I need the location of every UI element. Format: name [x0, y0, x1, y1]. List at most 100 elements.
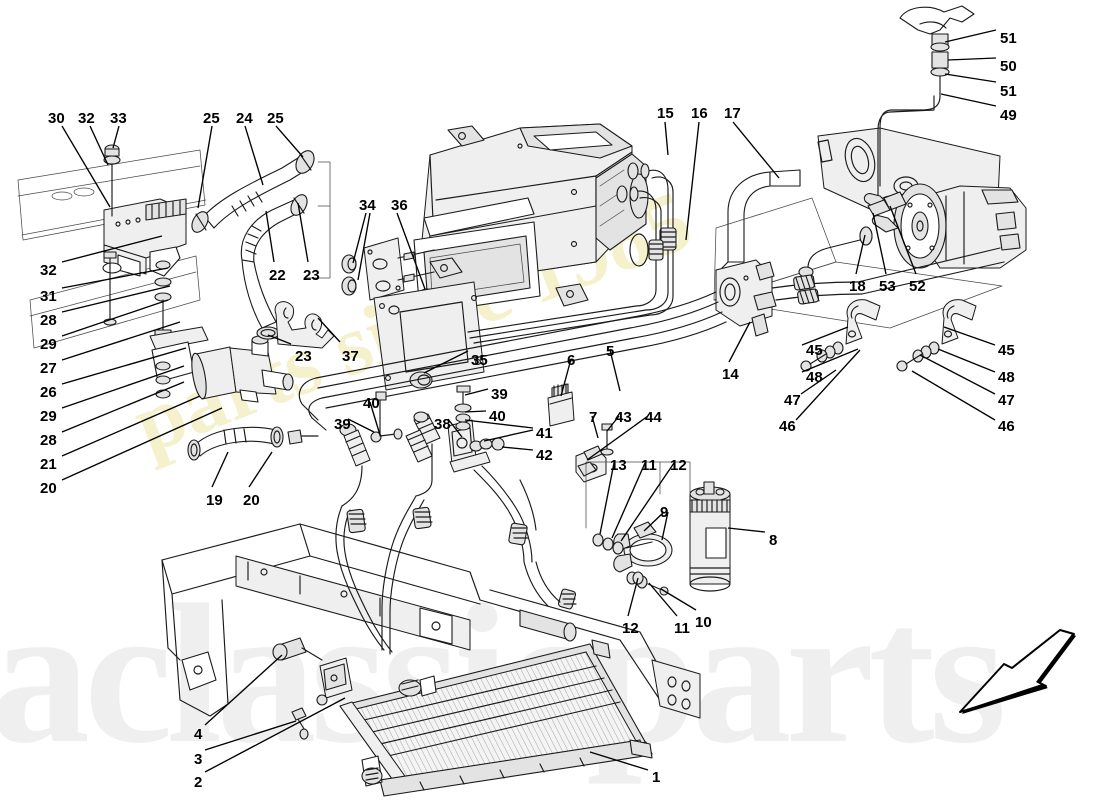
leader-line — [944, 73, 997, 83]
callout-25: 25 — [203, 110, 220, 127]
hose-sleeve-c — [339, 423, 371, 507]
callout-29: 29 — [40, 336, 57, 353]
lower-chassis-frame — [161, 523, 701, 719]
leader-line — [464, 388, 489, 396]
callout-12: 12 — [622, 620, 639, 637]
callout-9: 9 — [660, 504, 669, 521]
leader-line — [267, 334, 292, 345]
callout-10: 10 — [695, 614, 712, 631]
callout-29: 29 — [40, 408, 57, 425]
leader-line — [801, 348, 859, 373]
leader-line — [944, 29, 997, 43]
part-11-12-13-fasteners-upper — [592, 533, 624, 555]
leader-line — [800, 369, 837, 395]
callout-12: 12 — [670, 457, 687, 474]
leader-line — [204, 697, 346, 773]
leader-line — [660, 588, 697, 611]
part-2-mount-block — [316, 657, 353, 706]
leader-line — [352, 212, 371, 281]
callout-51: 51 — [1000, 30, 1017, 47]
leader-line — [464, 410, 487, 413]
condenser-hoses — [335, 465, 577, 655]
part-20-clamp-a — [187, 439, 201, 461]
leader-line — [599, 462, 615, 535]
leader-line — [801, 326, 849, 346]
callout-27: 27 — [40, 360, 57, 377]
part-45-clamp-left — [845, 299, 881, 345]
leader-line — [728, 321, 751, 363]
part-20-fitting — [287, 429, 319, 445]
callout-16: 16 — [691, 105, 708, 122]
leader-line — [611, 462, 646, 539]
callout-46: 46 — [779, 418, 796, 435]
leader-line — [620, 462, 675, 542]
callout-52: 52 — [909, 278, 926, 295]
part-21-water-pump — [191, 335, 294, 403]
part-25-clamp-a — [191, 211, 209, 233]
callout-24: 24 — [236, 110, 253, 127]
leader-line — [627, 577, 639, 617]
callout-43: 43 — [615, 409, 632, 426]
callout-4: 4 — [194, 726, 203, 743]
part-1-condenser — [339, 639, 653, 797]
leader-line — [61, 267, 169, 289]
leader-line — [591, 415, 599, 439]
part-48-washer-left — [824, 341, 844, 359]
leader-line — [501, 446, 534, 451]
leader-line — [889, 205, 917, 275]
leader-line — [872, 212, 887, 275]
callout-17: 17 — [724, 105, 741, 122]
callout-13: 13 — [610, 457, 627, 474]
part-38-bracket — [447, 419, 505, 473]
callout-5: 5 — [606, 343, 615, 360]
leader-line — [560, 358, 572, 397]
leader-line — [61, 347, 187, 385]
leader-line — [61, 125, 111, 208]
part-46-bolt-left — [800, 353, 827, 372]
callout-14: 14 — [722, 366, 739, 383]
part-3-bolt — [291, 707, 309, 740]
callout-23: 23 — [303, 267, 320, 284]
callout-20: 20 — [40, 480, 57, 497]
leader-line — [317, 317, 341, 343]
callout-34: 34 — [359, 197, 376, 214]
pipe-runs-right — [771, 247, 1005, 305]
callout-50: 50 — [1000, 58, 1017, 75]
callout-42: 42 — [536, 447, 553, 464]
callout-45: 45 — [998, 342, 1015, 359]
leader-lines-layer — [61, 29, 997, 773]
part-52-bracket — [883, 191, 907, 211]
leader-line — [61, 235, 163, 263]
leader-line — [204, 720, 297, 751]
leader-line — [265, 210, 275, 263]
part-39-bolt-left — [370, 428, 403, 443]
callout-40: 40 — [489, 408, 506, 425]
leader-line — [609, 349, 621, 392]
callout-31: 31 — [40, 288, 57, 305]
leader-line — [937, 348, 996, 373]
callout-1: 1 — [652, 769, 661, 786]
callout-39: 39 — [491, 386, 508, 403]
leader-line — [61, 395, 201, 457]
callout-46: 46 — [998, 418, 1015, 435]
part-37-hose-clip — [274, 301, 335, 349]
direction-arrow — [959, 629, 1076, 714]
callout-33: 33 — [110, 110, 127, 127]
leader-line — [204, 654, 283, 726]
callout-47: 47 — [784, 392, 801, 409]
leader-line — [855, 234, 866, 275]
part-19-hose — [195, 426, 277, 457]
leader-line — [447, 418, 463, 438]
leader-line — [643, 511, 669, 541]
part-23-clamp-b — [256, 326, 280, 340]
callout-48: 48 — [806, 369, 823, 386]
leader-line — [589, 751, 649, 771]
callout-41: 41 — [536, 425, 553, 442]
leader-line — [61, 321, 181, 361]
part-20-clamp-b — [270, 426, 284, 448]
callout-26: 26 — [40, 384, 57, 401]
callout-51: 51 — [1000, 83, 1017, 100]
compressor-mount-plate — [713, 197, 1003, 329]
